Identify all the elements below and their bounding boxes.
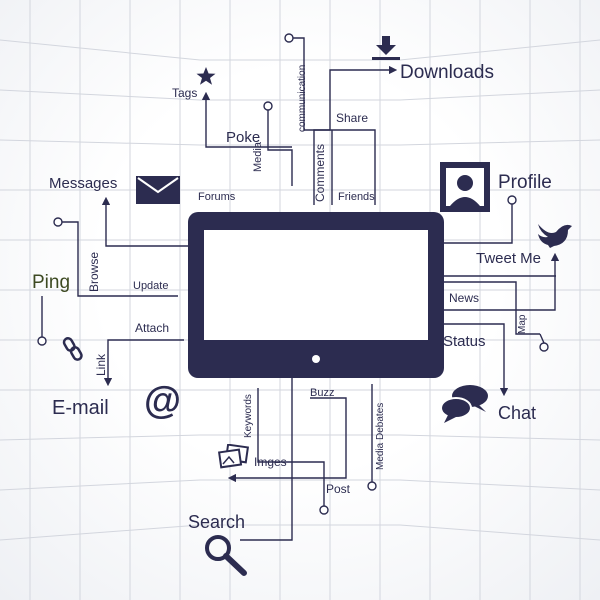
images-icon <box>218 444 250 469</box>
label-link: Link <box>94 353 108 376</box>
envelope-icon <box>136 176 180 204</box>
chat-bubbles-icon <box>440 385 488 423</box>
label-chat: Chat <box>498 403 537 423</box>
monitor-icon <box>188 212 444 378</box>
label-browse: Browse <box>87 251 101 292</box>
label-tags: Tags <box>172 86 198 100</box>
label-update: Update <box>133 280 169 292</box>
label-search: Search <box>188 512 246 532</box>
label-post: Post <box>326 482 351 496</box>
bird-icon <box>538 224 572 248</box>
label-comments: Comments <box>313 143 327 202</box>
chain-link-icon <box>62 337 83 361</box>
at-sign-icon: @ <box>144 380 182 422</box>
download-icon <box>372 36 400 60</box>
label-buzz: Buzz <box>310 387 335 399</box>
label-profile: Profile <box>498 172 552 193</box>
label-communication: communication <box>297 64 308 132</box>
profile-icon <box>440 162 490 212</box>
star-icon <box>196 67 216 85</box>
label-downloads: Downloads <box>400 62 494 83</box>
label-keywords: Keywords <box>243 394 254 438</box>
label-news: News <box>449 291 480 305</box>
label-share: Share <box>336 111 369 125</box>
label-email: E-mail <box>52 397 109 419</box>
label-map: Map <box>517 314 528 334</box>
label-attach: Attach <box>135 321 170 335</box>
label-friends: Friends <box>338 191 375 203</box>
label-ping: Ping <box>32 272 71 293</box>
label-poke: Poke <box>226 129 261 146</box>
label-messages: Messages <box>49 175 118 192</box>
label-forums: Forums <box>198 191 236 203</box>
label-tweet-me: Tweet Me <box>476 250 542 267</box>
magnifier-icon <box>205 535 247 576</box>
label-imges: Imges <box>254 455 287 469</box>
label-status: Status <box>443 333 486 350</box>
label-media: Media <box>252 142 264 172</box>
label-media-debates: Media Debates <box>375 402 386 470</box>
